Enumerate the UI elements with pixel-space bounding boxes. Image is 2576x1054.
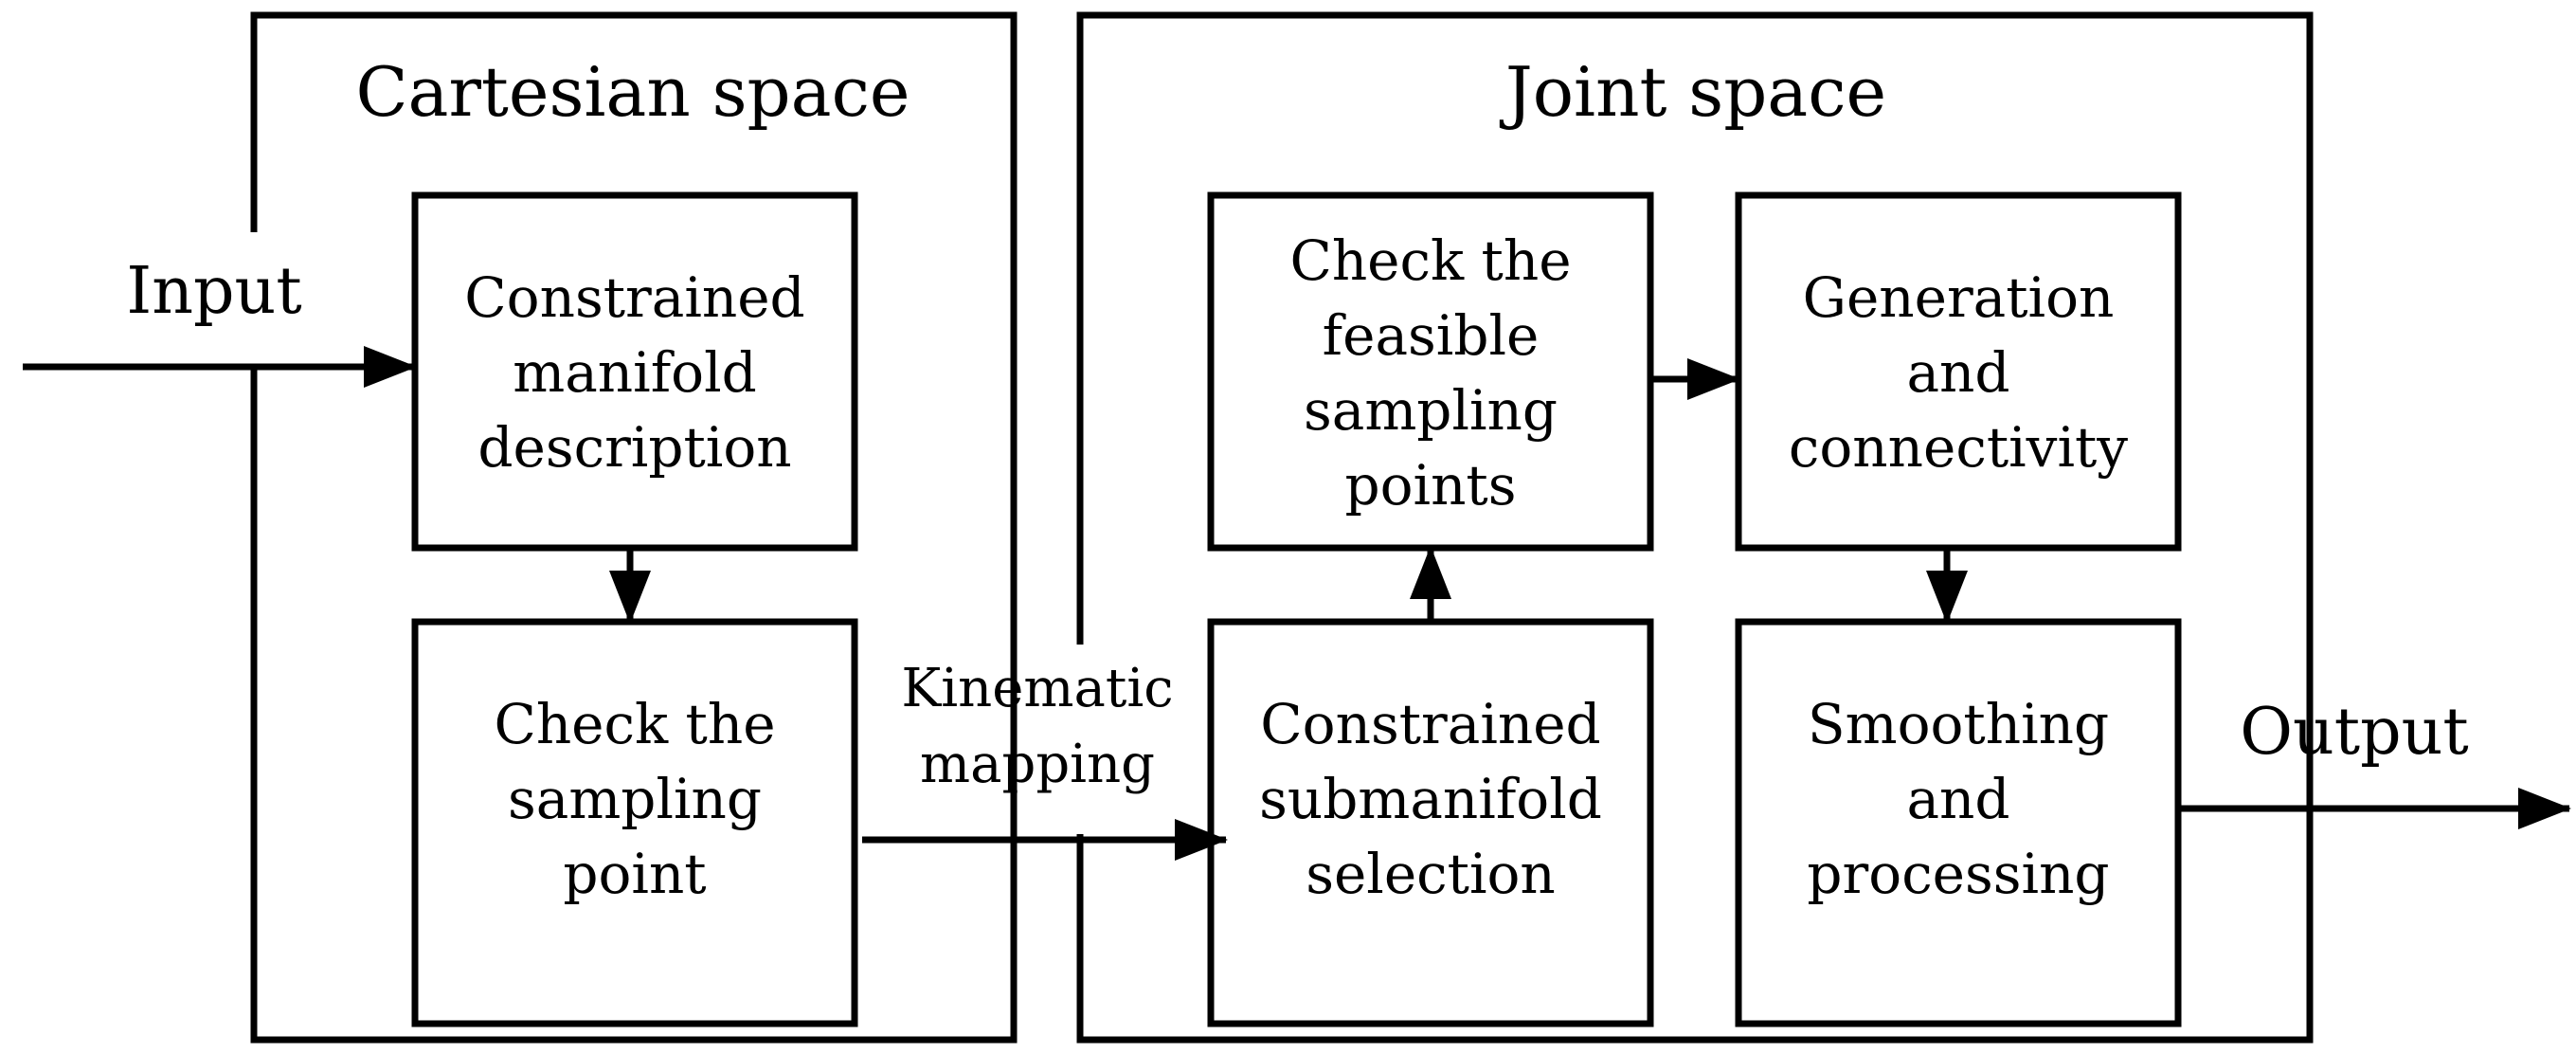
node-line: Check the	[494, 692, 775, 756]
constrained-manifold-label: Constrained manifold description	[464, 265, 804, 480]
kinematic-mapping-label: Kinematic mapping	[901, 658, 1173, 795]
node-line: submanifold	[1259, 767, 1602, 831]
node-line: connectivity	[1789, 415, 2128, 480]
cartesian-space-panel	[250, 11, 1018, 1044]
check-sampling-point-label: Check the sampling point	[494, 692, 775, 906]
node-line: Smoothing	[1808, 692, 2109, 756]
node-line: Constrained	[464, 265, 804, 330]
output-label: Output	[2240, 695, 2469, 770]
kinematic-mapping-line: mapping	[920, 734, 1155, 795]
node-line: Generation	[1803, 265, 2115, 330]
constrained-submanifold-label: Constrained submanifold selection	[1259, 692, 1602, 906]
smoothing-box	[1735, 618, 2182, 1027]
generation-label: Generation and connectivity	[1789, 265, 2128, 480]
node-line: and	[1906, 767, 2009, 831]
node-line: Check the	[1289, 228, 1571, 293]
input-label: Input	[126, 254, 301, 329]
node-line: feasible	[1323, 303, 1540, 368]
joint-space-panel	[1076, 11, 2314, 1044]
cartesian-space-title: Cartesian space	[355, 52, 910, 132]
node-line: Constrained	[1260, 692, 1600, 756]
node-line: point	[563, 842, 706, 906]
node-line: manifold	[513, 340, 757, 405]
node-line: sampling	[508, 767, 762, 831]
node-line: sampling	[1304, 378, 1558, 443]
node-line: selection	[1306, 842, 1556, 906]
smoothing-label: Smoothing and processing	[1807, 692, 2109, 906]
generation-box	[1735, 191, 2182, 552]
node-line: description	[477, 415, 791, 480]
node-line: processing	[1807, 842, 2109, 906]
check-feasible-label: Check the feasible sampling points	[1289, 228, 1571, 518]
node-line: points	[1344, 453, 1516, 518]
node-line: and	[1906, 340, 2009, 405]
check-feasible-box	[1207, 191, 1654, 552]
kinematic-mapping-line: Kinematic	[901, 658, 1173, 719]
joint-space-title: Joint space	[1499, 52, 1886, 132]
